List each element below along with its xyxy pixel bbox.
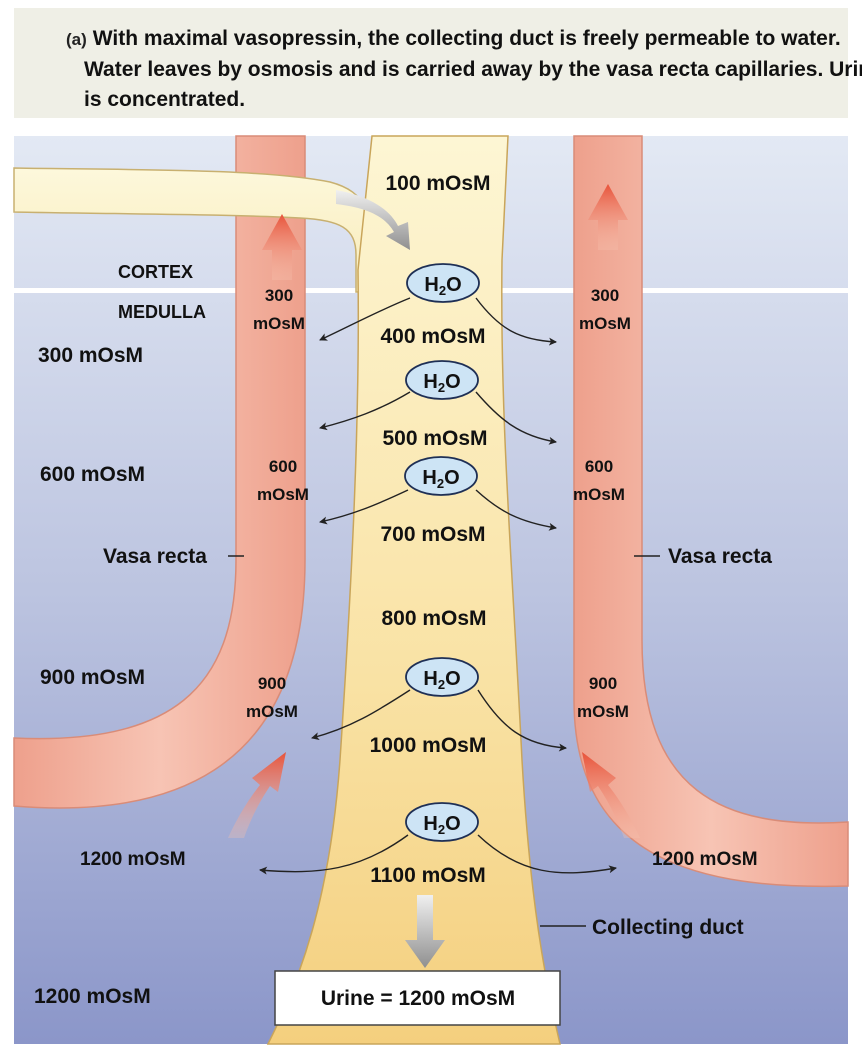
water-bubble-3: H2O xyxy=(404,456,478,496)
vr-right-300-unit: mOsM xyxy=(579,314,631,333)
duct-level-700: 700 mOsM xyxy=(380,523,485,546)
caption-text-block: (a)With maximal vasopressin, the collect… xyxy=(36,24,862,115)
duct-level-800: 800 mOsM xyxy=(381,607,486,630)
blood-flow-arrow-right-lower xyxy=(582,752,640,838)
duct-level-100: 100 mOsM xyxy=(385,172,490,195)
interstitial-600: 600 mOsM xyxy=(40,463,145,486)
water-arrow-r2 xyxy=(475,391,557,445)
blood-flow-arrow-left-upper xyxy=(262,214,302,280)
interstitial-1200: 1200 mOsM xyxy=(34,985,151,1008)
vr-right-600-num: 600 xyxy=(585,457,613,476)
vr-right-900-num: 900 xyxy=(589,674,617,693)
water-arrow-r1 xyxy=(475,297,557,346)
collecting-duct-label: Collecting duct xyxy=(592,916,744,939)
water-arrow-r5 xyxy=(477,834,617,874)
duct-osmolarity-labels: 100 mOsM 400 mOsM 500 mOsM 700 mOsM 800 … xyxy=(370,172,491,887)
interstitial-300: 300 mOsM xyxy=(38,344,143,367)
water-bubble-5: H2O xyxy=(405,802,479,842)
caption-letter: (a) xyxy=(66,30,87,49)
vasa-recta-left xyxy=(13,135,306,809)
water-molecules: H2O H2O H2O H2O H2O xyxy=(404,263,480,842)
water-bubble-1: H2O xyxy=(406,263,480,303)
vasa-recta-right-bottom: 1200 mOsM xyxy=(652,849,758,870)
duct-level-1100: 1100 mOsM xyxy=(370,864,486,887)
water-arrow-r3 xyxy=(475,489,557,531)
svg-text:H2O: H2O xyxy=(423,371,460,395)
urine-label: Urine = 1200 mOsM xyxy=(321,987,515,1010)
water-arrows xyxy=(259,297,617,875)
vr-right-300-num: 300 xyxy=(591,286,619,305)
svg-text:H2O: H2O xyxy=(422,467,459,491)
vasa-recta-label-right: Vasa recta xyxy=(668,545,772,568)
caption-text: With maximal vasopressin, the collecting… xyxy=(84,27,862,111)
urine-flow-arrow xyxy=(405,895,445,968)
vasa-recta-label-left: Vasa recta xyxy=(103,545,207,568)
vr-right-900-unit: mOsM xyxy=(577,702,629,721)
vasa-recta-left-values: 300 mOsM 600 mOsM 900 mOsM xyxy=(246,286,309,721)
cortex-label: CORTEX xyxy=(118,262,193,282)
water-bubble-4: H2O xyxy=(405,657,479,697)
water-arrow-l5 xyxy=(259,834,409,875)
medulla-label: MEDULLA xyxy=(118,302,206,322)
duct-level-1000: 1000 mOsM xyxy=(370,734,487,757)
svg-text:H2O: H2O xyxy=(424,274,461,298)
vasa-recta-right xyxy=(573,135,849,888)
vr-left-900-num: 900 xyxy=(258,674,286,693)
water-arrow-r4 xyxy=(477,689,567,752)
vr-left-600-num: 600 xyxy=(269,457,297,476)
blood-flow-arrow-right-upper xyxy=(588,184,628,250)
water-bubble-2: H2O xyxy=(405,360,479,400)
interstitial-labels: 300 mOsM 600 mOsM 900 mOsM 1200 mOsM 120… xyxy=(34,344,758,1008)
water-arrow-l4 xyxy=(311,689,411,741)
blood-flow-arrow-left-lower xyxy=(228,752,286,838)
interstitial-900: 900 mOsM xyxy=(40,666,145,689)
water-arrow-l1 xyxy=(319,297,411,341)
urine-box xyxy=(274,970,561,1026)
vr-left-300-num: 300 xyxy=(265,286,293,305)
svg-text:H2O: H2O xyxy=(423,813,460,837)
vr-right-600-unit: mOsM xyxy=(573,485,625,504)
vasa-recta-right-values: 300 mOsM 600 mOsM 900 mOsM xyxy=(573,286,631,721)
vr-left-600-unit: mOsM xyxy=(257,485,309,504)
duct-level-400: 400 mOsM xyxy=(380,325,485,348)
water-arrow-l3 xyxy=(319,489,409,525)
caption-box: (a)With maximal vasopressin, the collect… xyxy=(14,8,862,118)
collecting-duct xyxy=(266,135,561,1045)
svg-text:H2O: H2O xyxy=(423,668,460,692)
tubule-flow-arrow xyxy=(336,190,410,250)
vasa-recta-left-bottom: 1200 mOsM xyxy=(80,849,186,870)
vr-left-300-unit: mOsM xyxy=(253,314,305,333)
duct-level-500: 500 mOsM xyxy=(382,427,487,450)
water-arrow-l2 xyxy=(319,391,411,431)
vr-left-900-unit: mOsM xyxy=(246,702,298,721)
